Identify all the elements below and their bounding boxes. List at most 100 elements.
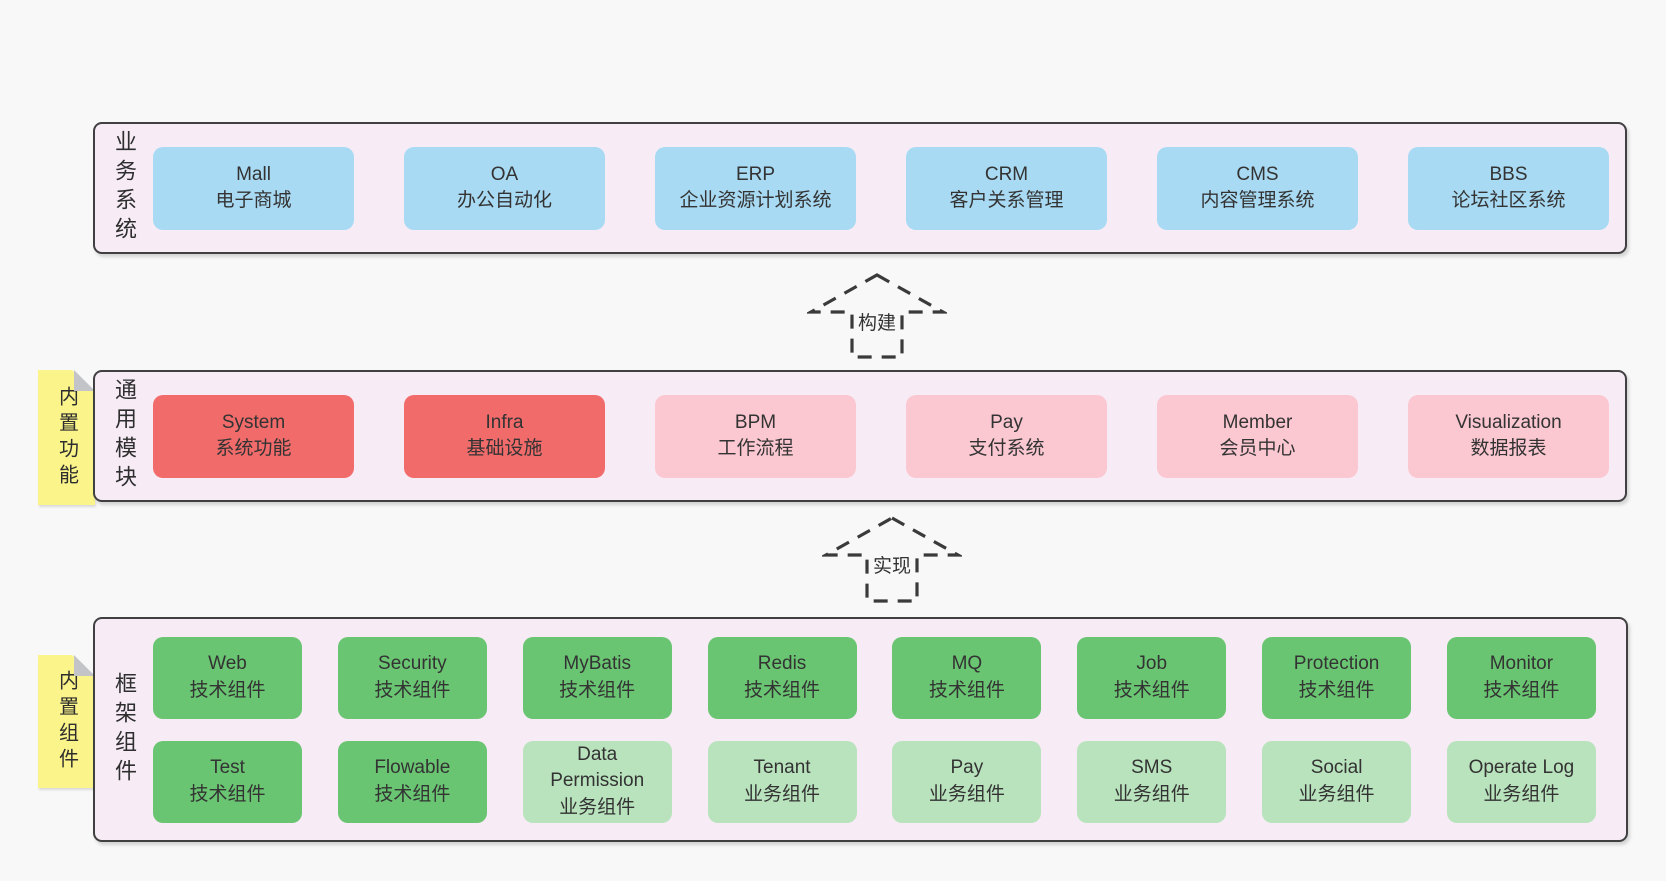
box-subtitle-zh: 技术组件 xyxy=(374,679,451,701)
box-title-en: Test xyxy=(210,757,245,779)
band-label-text: 通用模块 xyxy=(112,378,137,494)
box-subtitle-zh: 技术组件 xyxy=(189,783,266,805)
box-crm: CRM 客户关系管理 xyxy=(906,146,1107,230)
box-subtitle-zh: 会员中心 xyxy=(1219,438,1296,459)
box-mall: Mall 电子商城 xyxy=(153,146,354,230)
box-subtitle-zh: 客户关系管理 xyxy=(949,190,1064,211)
business-systems-boxes: Mall 电子商城 OA 办公自动化 ERP 企业资源计划系统 CRM 客户关系管理 CMS 内容… xyxy=(153,124,1625,252)
box-social: Social 业务组件 xyxy=(1262,740,1412,823)
box-test: Test 技术组件 xyxy=(153,740,302,823)
box-subtitle-zh: 技术组件 xyxy=(1113,679,1190,701)
box-title-en: Pay xyxy=(990,411,1023,433)
box-member: Member 会员中心 xyxy=(1157,394,1358,478)
band-label: 业务系统 xyxy=(95,124,153,252)
box-title-en: Member xyxy=(1222,411,1293,433)
arrow-label: 实现 xyxy=(868,551,916,578)
box-subtitle-zh: 业务组件 xyxy=(1298,783,1375,805)
box-data-permission: Data Permission 业务组件 xyxy=(522,740,672,823)
box-subtitle-zh: 业务组件 xyxy=(928,783,1005,805)
box-subtitle-zh: 基础设施 xyxy=(466,438,543,459)
box-operate-log: Operate Log 业务组件 xyxy=(1446,740,1596,823)
box-title-en: CRM xyxy=(984,163,1029,185)
box-title-en: ERP xyxy=(735,163,776,185)
box-subtitle-zh: 技术组件 xyxy=(1483,679,1560,701)
box-subtitle-zh: 技术组件 xyxy=(374,783,451,805)
common-modules-boxes: System 系统功能 Infra 基础设施 BPM 工作流程 Pay 支付系统 Member 会… xyxy=(153,372,1625,500)
box-title-en: Tenant xyxy=(753,757,811,779)
box-title-en: Security xyxy=(378,653,447,675)
box-title-en: Operate Log xyxy=(1468,757,1575,779)
box-web: Web 技术组件 xyxy=(153,636,302,719)
band-business-systems: 业务系统 Mall 电子商城 OA 办公自动化 ERP 企业资源计划系统 CRM 客户关系管理… xyxy=(93,122,1627,254)
band-label-text: 业务系统 xyxy=(112,130,137,246)
band-common-modules: 通用模块 System 系统功能 Infra 基础设施 BPM 工作流程 Pay 支付系统 Me… xyxy=(93,370,1627,502)
box-redis: Redis 技术组件 xyxy=(707,636,857,719)
box-subtitle-zh: 业务组件 xyxy=(1483,783,1560,805)
box-title-en: Data Permission xyxy=(550,744,645,792)
sticky-note-builtin-features: 内置功能 xyxy=(38,370,95,505)
box-sms: SMS 业务组件 xyxy=(1077,740,1227,823)
box-title-en: MyBatis xyxy=(563,653,631,675)
box-visualization: Visualization 数据报表 xyxy=(1408,394,1609,478)
box-title-en: OA xyxy=(490,163,519,185)
box-subtitle-zh: 技术组件 xyxy=(928,679,1005,701)
band-label: 通用模块 xyxy=(95,372,153,500)
sticky-note-label: 内置组件 xyxy=(55,669,78,774)
box-cms: CMS 内容管理系统 xyxy=(1157,146,1358,230)
box-title-en: Monitor xyxy=(1489,653,1554,675)
box-title-en: CMS xyxy=(1236,163,1279,185)
folded-corner-icon xyxy=(74,655,95,676)
arrow-label: 构建 xyxy=(853,308,901,335)
box-title-en: Redis xyxy=(757,653,807,675)
box-subtitle-zh: 系统功能 xyxy=(215,438,292,459)
box-title-en: Mall xyxy=(236,163,271,185)
box-title-en: BPM xyxy=(734,411,777,433)
arrow-up-build-icon: 构建 xyxy=(807,271,947,361)
box-title-en: System xyxy=(221,411,286,433)
box-subtitle-zh: 技术组件 xyxy=(189,679,266,701)
box-title-en: Infra xyxy=(485,411,524,433)
box-subtitle-zh: 支付系统 xyxy=(968,438,1045,459)
folded-corner-icon xyxy=(74,370,95,391)
box-subtitle-zh: 技术组件 xyxy=(744,679,821,701)
box-oa: OA 办公自动化 xyxy=(404,146,605,230)
band-label-text: 框架组件 xyxy=(112,671,137,788)
box-title-en: SMS xyxy=(1131,757,1173,779)
box-title-en: Web xyxy=(208,653,247,675)
box-subtitle-zh: 电子商城 xyxy=(215,190,292,211)
box-title-en: Social xyxy=(1310,757,1363,779)
box-subtitle-zh: 论坛社区系统 xyxy=(1451,190,1566,211)
box-bbs: BBS 论坛社区系统 xyxy=(1408,146,1609,230)
box-pay: Pay 支付系统 xyxy=(906,394,1107,478)
box-subtitle-zh: 办公自动化 xyxy=(456,190,552,211)
box-erp: ERP 企业资源计划系统 xyxy=(655,146,856,230)
box-security: Security 技术组件 xyxy=(337,636,487,719)
box-subtitle-zh: 业务组件 xyxy=(559,796,636,818)
box-monitor: Monitor 技术组件 xyxy=(1446,636,1596,719)
box-title-en: BBS xyxy=(1489,163,1528,185)
box-title-en: Protection xyxy=(1293,653,1380,675)
box-subtitle-zh: 数据报表 xyxy=(1470,438,1547,459)
box-title-en: MQ xyxy=(951,653,983,675)
box-subtitle-zh: 工作流程 xyxy=(717,438,794,459)
box-mq: MQ 技术组件 xyxy=(892,636,1042,719)
box-subtitle-zh: 企业资源计划系统 xyxy=(679,190,832,211)
box-system: System 系统功能 xyxy=(153,394,354,478)
sticky-note-label: 内置功能 xyxy=(55,385,78,490)
box-subtitle-zh: 业务组件 xyxy=(1113,783,1190,805)
box-title-en: Visualization xyxy=(1455,411,1562,433)
arrow-up-implement-icon: 实现 xyxy=(822,514,962,605)
band-label: 框架组件 xyxy=(95,619,153,840)
box-subtitle-zh: 内容管理系统 xyxy=(1200,190,1315,211)
